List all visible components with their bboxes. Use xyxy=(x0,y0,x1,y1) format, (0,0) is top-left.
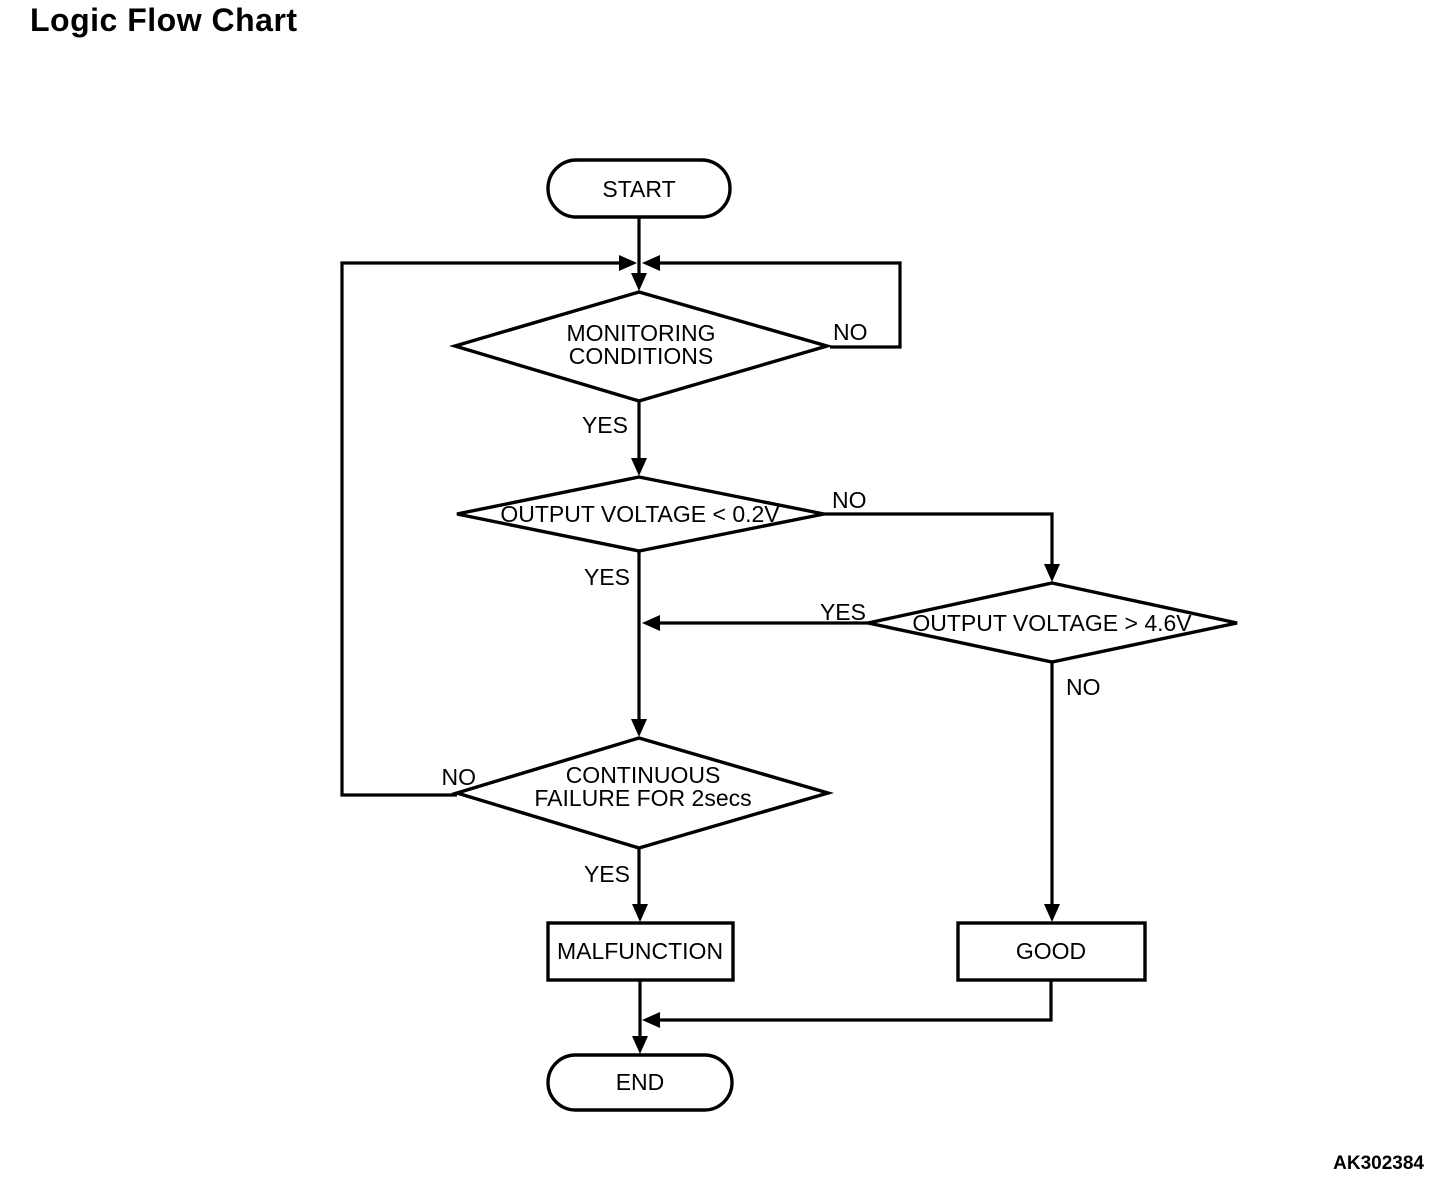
good-node-label: GOOD xyxy=(1016,938,1086,964)
output-voltage-low-label: OUTPUT VOLTAGE < 0.2V xyxy=(500,501,780,527)
arrowhead-left-feedback-into-junction xyxy=(619,255,637,271)
edge-label-output-high-no: NO xyxy=(1066,674,1101,700)
edge-label-monitoring-yes: YES xyxy=(582,412,628,438)
good-node xyxy=(956,921,1147,982)
edge-label-monitoring-no: NO xyxy=(833,319,868,345)
end-node-label: END xyxy=(616,1069,665,1095)
edge-label-continuous-no: NO xyxy=(442,764,477,790)
arrowhead-into-end xyxy=(632,1036,648,1054)
edge-label-output-high-yes: YES xyxy=(820,599,866,625)
edge-good-to-end-line xyxy=(660,980,1053,1022)
monitoring-conditions-label-line1: MONITORING xyxy=(566,320,715,346)
continuous-failure-decision xyxy=(451,736,835,850)
arrowhead-into-malfunction xyxy=(632,904,648,922)
arrowhead-into-good xyxy=(1044,904,1060,922)
arrowhead-good-into-line xyxy=(642,1012,660,1028)
arrowhead-into-continuous xyxy=(631,719,647,737)
malfunction-node xyxy=(546,921,735,982)
edge-output-low-no-line xyxy=(824,512,1054,565)
arrowhead-into-output-high xyxy=(1044,564,1060,582)
continuous-failure-label-line2: FAILURE FOR 2secs xyxy=(534,785,751,811)
page-title: Logic Flow Chart xyxy=(30,2,298,38)
output-voltage-low-decision xyxy=(456,475,825,553)
end-node xyxy=(546,1053,734,1112)
arrowhead-right-feedback-into-junction xyxy=(642,255,660,271)
output-voltage-high-label: OUTPUT VOLTAGE > 4.6V xyxy=(912,610,1192,636)
arrowhead-into-output-low xyxy=(631,458,647,476)
output-voltage-high-decision xyxy=(867,581,1238,664)
monitoring-conditions-label-line2: CONDITIONS xyxy=(569,343,713,369)
monitoring-conditions-decision xyxy=(449,290,834,403)
arrowhead-into-monitoring xyxy=(631,273,647,291)
start-node-label: START xyxy=(602,176,675,202)
edge-continuous-no-feedback-line xyxy=(340,261,620,797)
figure-code: AK302384 xyxy=(1333,1153,1424,1174)
edge-label-output-low-yes: YES xyxy=(584,564,630,590)
malfunction-node-label: MALFUNCTION xyxy=(557,938,723,964)
continuous-failure-label-line1: CONTINUOUS xyxy=(566,762,721,788)
arrowhead-output-high-yes-into-line xyxy=(642,615,660,631)
edge-label-continuous-yes: YES xyxy=(584,861,630,887)
start-node xyxy=(546,158,732,219)
edge-monitoring-no-feedback-line xyxy=(660,261,902,349)
edge-label-output-low-no: NO xyxy=(832,487,867,513)
